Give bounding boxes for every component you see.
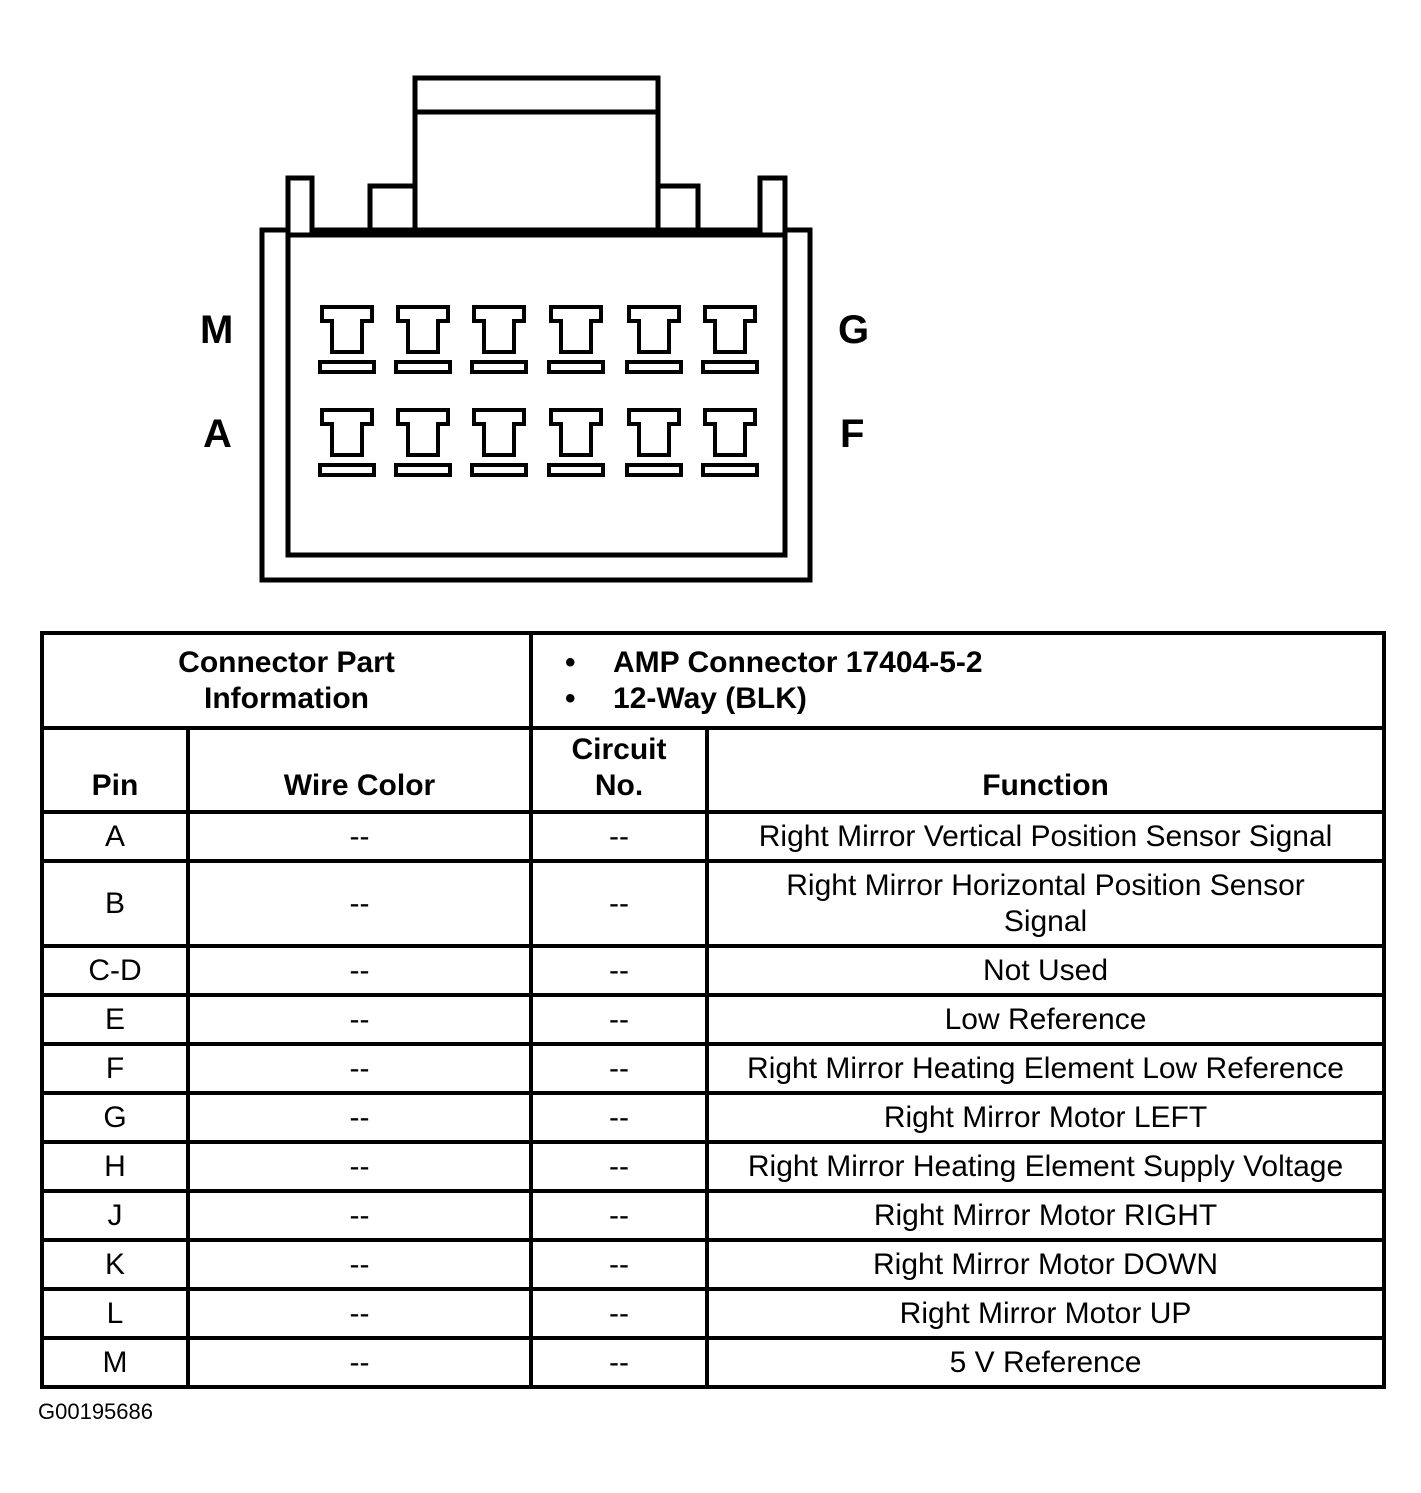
circuit-cell: --: [529, 944, 710, 997]
pin-cell: B: [40, 859, 190, 948]
table-row: A----Right Mirror Vertical Position Sens…: [40, 810, 1387, 863]
pin-cell: G: [40, 1091, 190, 1144]
circuit-cell: --: [529, 1336, 710, 1389]
table-row: F----Right Mirror Heating Element Low Re…: [40, 1042, 1387, 1095]
circuit-cell: --: [529, 993, 710, 1046]
table-row: J----Right Mirror Motor RIGHT: [40, 1189, 1387, 1242]
function-cell: Right Mirror Horizontal Position Sensor …: [705, 859, 1387, 948]
terminal-cavity: [701, 305, 759, 374]
wire-color-cell: --: [185, 1140, 534, 1193]
wire-color-cell: --: [185, 1091, 534, 1144]
connector-info-label: Connector Part Information: [39, 631, 534, 730]
connector-housing-outline: [259, 175, 813, 583]
table-row: C-D----Not Used: [40, 944, 1387, 997]
table-row: B----Right Mirror Horizontal Position Se…: [40, 859, 1387, 948]
pin-cell: K: [40, 1238, 190, 1291]
pin-cell: E: [40, 993, 190, 1046]
circuit-cell: --: [529, 1287, 710, 1340]
pin-label-bottom-right: F: [840, 412, 865, 456]
circuit-cell: --: [529, 1238, 710, 1291]
table-row: L----Right Mirror Motor UP: [40, 1287, 1387, 1340]
connector-latch: [412, 75, 661, 233]
terminal-cavity: [470, 305, 528, 374]
pin-cell: M: [40, 1336, 190, 1389]
function-cell: 5 V Reference: [705, 1336, 1387, 1389]
wire-color-cell: --: [185, 1189, 534, 1242]
terminal-cavity: [394, 305, 452, 374]
wire-color-column-header: Wire Color: [185, 726, 534, 814]
terminal-cavity: [470, 408, 528, 477]
function-cell: Right Mirror Motor LEFT: [705, 1091, 1387, 1144]
connector-info-bullet: •AMP Connector 17404-5-2: [565, 645, 983, 679]
pin-label-bottom-left: A: [203, 412, 232, 456]
pin-cell: H: [40, 1140, 190, 1193]
circuit-cell: --: [529, 1042, 710, 1095]
table-row: G----Right Mirror Motor LEFT: [40, 1091, 1387, 1144]
function-column-header: Function: [705, 726, 1387, 814]
pin-label-top-left: M: [200, 308, 234, 352]
circuit-cell: --: [529, 859, 710, 948]
terminal-cavity: [701, 408, 759, 477]
pin-cell: L: [40, 1287, 190, 1340]
pin-cell: C-D: [40, 944, 190, 997]
pinout-table: Connector Part Information •AMP Connecto…: [39, 631, 1387, 1389]
function-cell: Right Mirror Motor UP: [705, 1287, 1387, 1340]
figure-id: G00195686: [38, 1399, 153, 1424]
wire-color-cell: --: [185, 810, 534, 863]
wire-color-cell: --: [185, 1287, 534, 1340]
function-cell: Not Used: [705, 944, 1387, 997]
connector-info-label-line1: Connector Part: [178, 645, 395, 679]
table-row: E----Low Reference: [40, 993, 1387, 1046]
connector-cavity: [285, 232, 788, 558]
pin-cell: A: [40, 810, 190, 863]
terminal-cavity: [547, 305, 605, 374]
terminal-cavity: [318, 305, 376, 374]
function-cell: Right Mirror Motor RIGHT: [705, 1189, 1387, 1242]
pin-column-header: Pin: [40, 726, 190, 814]
wire-color-cell: --: [185, 859, 534, 948]
table-row: H----Right Mirror Heating Element Supply…: [40, 1140, 1387, 1193]
wire-color-cell: --: [185, 1238, 534, 1291]
terminal-cavity: [547, 408, 605, 477]
wire-color-cell: --: [185, 1336, 534, 1389]
connector-info-row: Connector Part Information •AMP Connecto…: [39, 631, 1387, 730]
circuit-cell: --: [529, 1091, 710, 1144]
function-cell: Right Mirror Heating Element Low Referen…: [705, 1042, 1387, 1095]
wire-color-cell: --: [185, 993, 534, 1046]
connector-info-label-line2: Information: [204, 681, 369, 715]
table-row: M----5 V Reference: [40, 1336, 1387, 1389]
circuit-cell: --: [529, 810, 710, 863]
terminal-cavity: [318, 408, 376, 477]
function-cell: Right Mirror Vertical Position Sensor Si…: [705, 810, 1387, 863]
terminal-cavity: [394, 408, 452, 477]
function-cell: Low Reference: [705, 993, 1387, 1046]
pin-label-top-right: G: [838, 308, 870, 352]
circuit-cell: --: [529, 1189, 710, 1242]
table-row: K----Right Mirror Motor DOWN: [40, 1238, 1387, 1291]
connector-info-values: •AMP Connector 17404-5-2 •12-Way (BLK): [529, 631, 1387, 730]
wire-color-cell: --: [185, 944, 534, 997]
function-cell: Right Mirror Heating Element Supply Volt…: [705, 1140, 1387, 1193]
wire-color-cell: --: [185, 1042, 534, 1095]
connector-face-diagram: [259, 75, 813, 583]
connector-info-bullet: •12-Way (BLK): [565, 681, 807, 715]
function-cell: Right Mirror Motor DOWN: [705, 1238, 1387, 1291]
terminal-cavity: [625, 305, 683, 374]
pin-cell: F: [40, 1042, 190, 1095]
pin-cell: J: [40, 1189, 190, 1242]
terminal-cavity: [625, 408, 683, 477]
circuit-cell: --: [529, 1140, 710, 1193]
